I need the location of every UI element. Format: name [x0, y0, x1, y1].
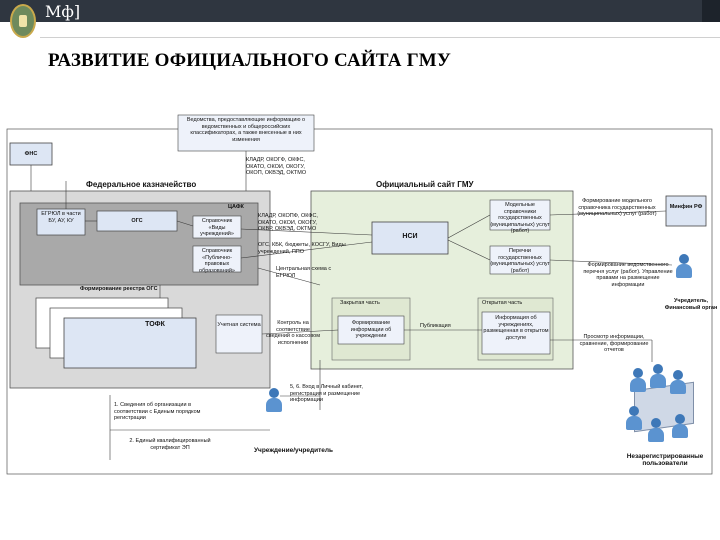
unregistered-label: Незарегистрированные пользователи: [626, 453, 704, 467]
forming-info-label: Формирование информации об учреждении: [350, 320, 392, 339]
model-refs-box: [489, 199, 551, 231]
tofk-box: [63, 317, 197, 369]
user-icon-body: [676, 264, 692, 278]
connectors: [30, 151, 673, 460]
egrul-label: ЕГРЮЛ в части БУ, АУ, КУ: [41, 211, 81, 224]
line-lists-founder: [549, 259, 673, 266]
brand-label: Мф]: [45, 2, 81, 21]
nsi-label: НСИ: [402, 233, 418, 240]
egrul-box: [36, 208, 86, 236]
user-icon-head: [269, 388, 279, 398]
model-refs-label: Модельные справочники государственных (м…: [490, 202, 550, 234]
publication-label: Публикация: [420, 323, 451, 329]
sources-note: Ведомства, предоставляющие информацию о …: [186, 117, 306, 143]
line-public-nsi: [240, 241, 373, 259]
classifiers-1: КЛАДР, ОКОГФ, ОКФС, ОКАТО, ОКОИ, ОКОГУ, …: [246, 157, 307, 176]
ref-types-label: Справочник «Виды учреждений»: [200, 218, 234, 237]
founder-note: Формирование ведомственного перечня услу…: [583, 262, 673, 288]
nsi-box: [371, 221, 449, 255]
line-nsi-model: [447, 214, 491, 239]
step-1-label: 1. Сведения об организации в соответстви…: [114, 402, 201, 421]
line-central: [257, 267, 321, 286]
site-label: Официальный сайт ГМУ: [376, 180, 474, 189]
user-icon-body: [266, 398, 282, 412]
ref-public-label: Справочник «Публично-правовых образовани…: [199, 248, 235, 274]
line-control: [261, 329, 339, 335]
tofk-label: ТОФК: [145, 321, 165, 328]
step-2-label: 2. Единый квалифицированный сертификат Э…: [129, 438, 211, 451]
accounting-label: Учетная система: [217, 322, 261, 328]
central-copy-label: Центральная схема с ЕГРЮЛ: [276, 266, 332, 279]
line-nsi-lists: [447, 239, 491, 261]
tsafk-label: ЦАФК: [228, 204, 244, 210]
ogs-label: ОГС: [131, 218, 143, 224]
top-bar: [0, 0, 720, 22]
lists-label: Перечни государственных (муниципальных) …: [490, 248, 550, 274]
founder-label: Учредитель, Финансовый орган: [664, 298, 718, 311]
header-divider: [40, 37, 720, 38]
control-label: Контроль на соответствие сведений о касс…: [265, 320, 321, 346]
line-ogs-ref: [176, 220, 194, 227]
entry-label: 5, 6. Вход в Личный кабинет, регистрация…: [290, 384, 363, 403]
ref-types-box: [192, 215, 242, 239]
line-refs-nsi: [240, 228, 373, 236]
coat-of-arms-icon: [10, 4, 36, 38]
register-label: Формирование реестра ОГС: [80, 286, 158, 292]
ogs-kbk-label: ОГС, КБК, бюджеты, КОСГУ, Виды учреждени…: [258, 242, 346, 255]
classifiers-2: КЛАДР, ОКОПФ, ОКФС, ОКАТО, ОКОИ, ОКОГУ, …: [258, 213, 318, 232]
ref-public-box: [192, 245, 242, 273]
top-bar-edge: [702, 0, 720, 22]
accounting-box: [215, 314, 263, 354]
institution-label: Учреждение/учредитель: [254, 447, 334, 454]
minfin-box: [665, 195, 707, 227]
info-box: [481, 311, 551, 355]
group-icon: [626, 362, 698, 448]
line-model-minfin: [549, 210, 667, 216]
user-icon-head: [679, 254, 689, 264]
info-label: Информация об учреждениях, размещенная в…: [483, 315, 549, 341]
fns-label: ФНС: [24, 151, 38, 157]
closed-part-label: Закрытая часть: [340, 300, 380, 306]
page-title: РАЗВИТИЕ ОФИЦИАЛЬНОГО САЙТА ГМУ: [48, 50, 451, 71]
lists-box: [489, 245, 551, 275]
minfin-label: Минфин РФ: [669, 204, 703, 210]
minfin-note: Формирование модельного справочника госу…: [577, 198, 657, 217]
treasury-label: Федеральное казначейство: [86, 180, 197, 189]
open-part-label: Открытая часть: [482, 300, 523, 306]
view-note: Просмотр информации, сравнение, формиров…: [579, 334, 649, 353]
